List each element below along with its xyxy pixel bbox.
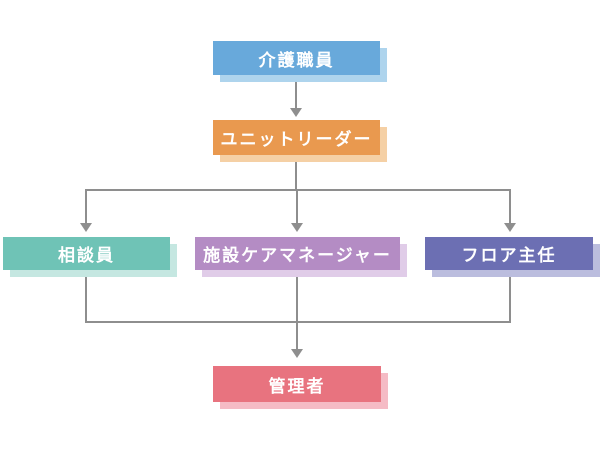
org-node-counselor: 相談員 xyxy=(3,237,177,277)
arrowhead-down-icon xyxy=(290,108,302,117)
org-node-unit-leader: ユニットリーダー xyxy=(213,120,387,162)
node-label-facility-care-manager: 施設ケアマネージャー xyxy=(203,246,392,265)
node-label-unit-leader: ユニットリーダー xyxy=(220,130,373,149)
edge-line-counselor-down xyxy=(85,270,87,323)
edge-line-drop-floor-chief xyxy=(509,189,511,224)
node-face: 介護職員 xyxy=(213,41,380,75)
node-label-care-staff: 介護職員 xyxy=(258,50,335,70)
arrowhead-down-icon xyxy=(80,223,92,232)
edge-line-merge-stem xyxy=(296,321,298,350)
node-face: 相談員 xyxy=(3,237,170,270)
node-label-administrator: 管理者 xyxy=(268,376,326,396)
node-face: 管理者 xyxy=(213,366,381,402)
node-face: ユニットリーダー xyxy=(213,120,380,155)
org-node-administrator: 管理者 xyxy=(213,366,388,409)
arrowhead-down-icon xyxy=(291,223,303,232)
edge-line-floor-chief-down xyxy=(509,270,511,323)
edge-line-drop-counselor xyxy=(85,189,87,224)
org-node-care-staff: 介護職員 xyxy=(213,41,387,82)
edge-line-facility-care-manager-down xyxy=(296,270,298,323)
node-label-counselor: 相談員 xyxy=(58,246,115,265)
edge-line-care-staff-unit-leader xyxy=(295,75,297,109)
edge-line-split-horizontal xyxy=(85,189,511,191)
arrowhead-down-icon xyxy=(504,223,516,232)
node-label-floor-chief: フロア主任 xyxy=(461,246,557,265)
arrowhead-down-icon xyxy=(291,349,303,358)
edge-line-merge-horizontal xyxy=(85,321,511,323)
org-node-facility-care-manager: 施設ケアマネージャー xyxy=(195,237,407,277)
edge-line-unit-leader-stem xyxy=(295,155,297,190)
org-node-floor-chief: フロア主任 xyxy=(425,237,600,277)
node-face: 施設ケアマネージャー xyxy=(195,237,400,270)
edge-line-drop-facility-care-manager xyxy=(296,189,298,224)
node-face: フロア主任 xyxy=(425,237,593,270)
